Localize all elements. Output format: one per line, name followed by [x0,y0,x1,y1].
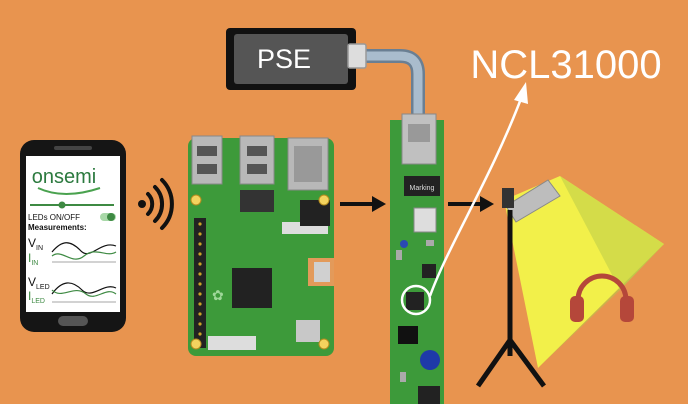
svg-text:ILED: ILED [28,289,45,305]
vled-sub: LED [36,284,50,291]
iin-label: I [28,251,31,265]
smartphone: onsemi LEDs ON/OFF Measurements: VIN IIN… [20,140,126,332]
ncl-label: NCL31000 [470,43,661,87]
ncl-pointer-arrowhead [514,82,528,104]
lamp-icon [475,176,664,388]
iled-sub: LED [31,298,45,305]
ethernet-cable [347,43,425,120]
pse-label: PSE [257,44,311,74]
headphones-icon [570,273,634,322]
vin-label: V [28,236,36,250]
ncl31000-board: Marking [390,113,444,404]
svg-text:✿: ✿ [212,288,224,304]
arrow-right-icon [340,196,386,212]
svg-text:IIN: IIN [28,251,38,267]
input-waveform [51,242,117,263]
led-toggle-switch[interactable] [100,213,116,221]
board-chip-label: Marking [410,185,435,192]
raspberry-pi-board: ✿ [188,135,334,356]
ncl-highlight-circle [400,284,432,316]
arrow-right-icon-2 [448,196,494,212]
led-waveform [51,282,117,303]
pse-box: PSE [226,28,356,90]
ncl-pointer-line [428,95,524,297]
iled-label: I [28,289,31,303]
vled-label: V [28,275,36,289]
wifi-icon [138,178,174,230]
svg-text:VIN: VIN [28,236,43,252]
svg-text:VLED: VLED [28,275,50,291]
iin-sub: IN [31,260,38,267]
measurements-label: Measurements: [28,223,87,232]
led-toggle-label: LEDs ON/OFF [28,213,80,222]
onsemi-logo: onsemi [32,166,96,188]
vin-sub: IN [36,245,43,252]
